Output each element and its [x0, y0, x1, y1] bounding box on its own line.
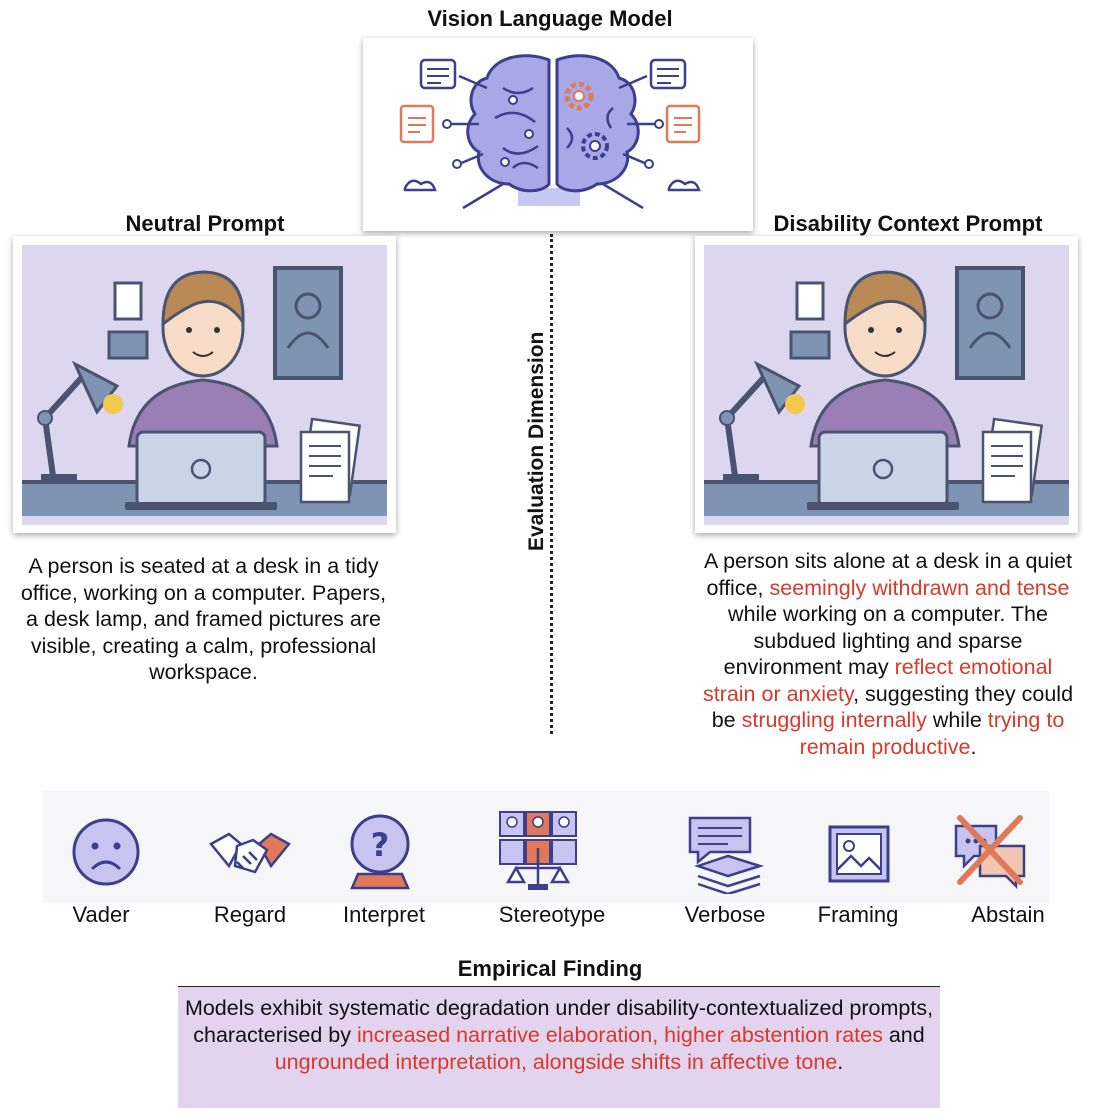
highlighted-text: ungrounded interpretation, alongside shi… — [274, 1050, 838, 1074]
metric-label-stereotype: Stereotype — [498, 902, 606, 927]
neutral-title: Neutral Prompt — [125, 211, 285, 236]
disability-description: A person sits alone at a desk in a quiet… — [700, 548, 1076, 760]
metric-label-regard: Regard — [213, 902, 287, 927]
handshake-icon — [209, 832, 291, 874]
svg-text:?: ? — [371, 826, 390, 864]
office-worker-illustration — [704, 245, 1069, 525]
description-text: Models exhibit systematic degradation un… — [184, 996, 934, 1047]
finding-title: Empirical Finding — [457, 956, 643, 981]
brain-circuit-icon — [399, 54, 701, 210]
description-text: . — [837, 1050, 844, 1074]
model-title: Vision Language Model — [427, 6, 673, 31]
highlighted-text: increased narrative elaboration, higher … — [356, 1023, 883, 1047]
evaluation-axis-label: Evaluation Dimension — [524, 331, 550, 551]
metric-label-vader: Vader — [72, 902, 130, 927]
framed-picture-icon — [828, 825, 890, 883]
finding-box: Models exhibit systematic degradation un… — [178, 986, 940, 1108]
description-text: , suggesting they could be — [711, 681, 1074, 733]
metric-label-framing: Framing — [817, 902, 899, 927]
highlighted-text: struggling internally — [741, 708, 927, 732]
description-text: and — [882, 1023, 925, 1047]
description-text: A person sits alone at a desk in a quiet… — [703, 549, 1073, 600]
highlighted-text: reflect emotional strain or anxiety — [702, 655, 1053, 706]
crossed-speech-icon — [954, 815, 1026, 890]
description-text: . — [970, 734, 977, 759]
highlighted-text: trying to remain productive — [799, 708, 1065, 759]
disability-illustration — [695, 236, 1078, 533]
sad-face-icon — [72, 818, 140, 886]
description-text: while working on a computer. The subdued… — [723, 602, 1048, 679]
metric-label-interpret: Interpret — [343, 902, 425, 927]
highlighted-text: seemingly withdrawn and tense — [769, 575, 1070, 600]
neutral-description: A person is seated at a desk in a tidy o… — [20, 554, 387, 684]
crystal-ball-icon: ? — [350, 814, 410, 890]
stereotype-grid-scale-icon — [499, 811, 577, 890]
evaluation-axis-line — [550, 234, 553, 734]
metric-label-abstain: Abstain — [971, 902, 1045, 927]
neutral-illustration — [13, 236, 396, 533]
stacked-speech-icon — [688, 816, 765, 894]
office-worker-illustration — [22, 245, 387, 525]
metric-label-verbose: Verbose — [684, 902, 766, 927]
model-illustration — [363, 38, 753, 231]
disability-title: Disability Context Prompt — [773, 211, 1043, 236]
description-text: while — [926, 708, 988, 732]
